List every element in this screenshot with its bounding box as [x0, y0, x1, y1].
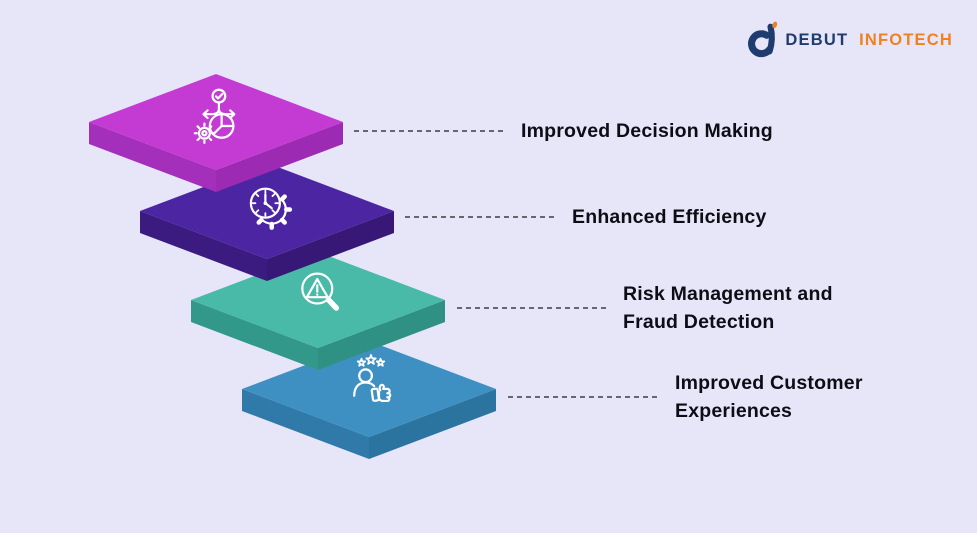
clock-gear-icon: [240, 176, 298, 234]
clock-ticks: [253, 191, 278, 216]
gear-teeth: [195, 124, 214, 143]
label-risk-management-fraud-detection: Risk Management and Fraud Detection: [623, 280, 833, 336]
person-body: [354, 383, 374, 396]
person-thumbs-up-stars-icon: [342, 354, 400, 412]
gear-teeth: [259, 197, 290, 228]
label-line: Enhanced Efficiency: [572, 206, 767, 228]
magnifier-handle: [329, 300, 337, 308]
logo-text-infotech: INFOTECH: [859, 30, 953, 49]
label-enhanced-efficiency: Enhanced Efficiency: [572, 203, 767, 231]
connector-lines: [354, 130, 660, 398]
logo-text-debut: DEBUT: [785, 30, 849, 49]
label-improved-decision-making: Improved Decision Making: [521, 117, 773, 145]
person-head: [359, 369, 372, 382]
label-line: Fraud Detection: [623, 311, 775, 333]
label-improved-customer-experiences: Improved Customer Experiences: [675, 369, 863, 425]
magnifier-warning-triangle-icon: [291, 265, 349, 323]
debut-infotech-logo: DEBUT INFOTECH: [745, 20, 953, 60]
decision-paths-piechart-gear-icon: [189, 87, 247, 145]
label-line: Experiences: [675, 400, 793, 422]
warning-triangle: [307, 279, 328, 297]
logo-wordmark: DEBUT INFOTECH: [785, 31, 953, 50]
magnifier-lens: [302, 274, 332, 304]
label-line: Improved Customer: [675, 372, 863, 394]
platform-improved-decision-making: [89, 74, 343, 192]
debut-infotech-d-mark-icon: [748, 21, 778, 58]
label-line: Improved Decision Making: [521, 120, 773, 142]
label-line: Risk Management and: [623, 283, 833, 305]
rating-stars: [358, 355, 385, 366]
clock-face: [251, 189, 280, 218]
thumbs-up-hand: [379, 389, 390, 401]
thumb: [380, 385, 384, 390]
